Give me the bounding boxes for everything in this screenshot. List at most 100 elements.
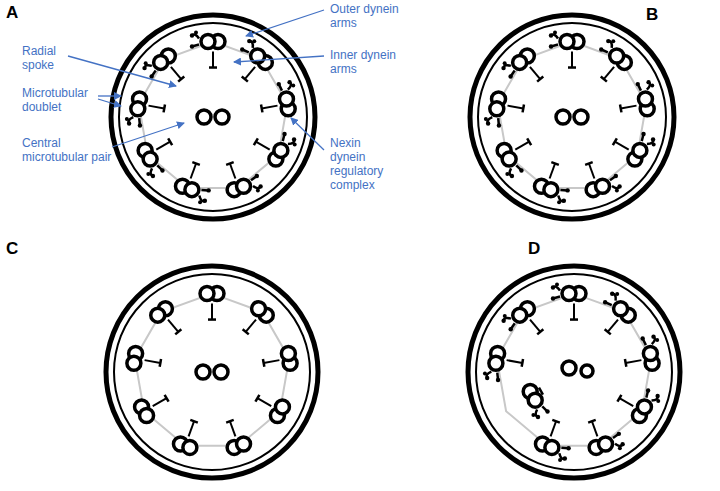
inner-dynein-arm xyxy=(282,132,286,136)
a-tubule xyxy=(183,440,197,454)
radial-spoke xyxy=(592,421,597,436)
outer-dynein-arm xyxy=(505,172,509,176)
radial-spoke xyxy=(211,304,213,320)
inner-dynein-arm xyxy=(138,123,142,127)
inner-dynein-arm xyxy=(549,44,553,48)
outer-dynein-arm xyxy=(558,458,562,462)
spoke-head xyxy=(522,359,523,367)
inner-dynein-arm xyxy=(545,409,549,413)
radial-spoke xyxy=(608,320,618,332)
outer-dynein-arm xyxy=(503,314,507,318)
spoke-head xyxy=(568,66,576,69)
outer-dynein-arm xyxy=(258,184,262,188)
outer-dynein-arm xyxy=(655,394,659,398)
outer-dynein-arm xyxy=(606,39,610,43)
outer-dynein-arm xyxy=(292,137,296,141)
spoke-head xyxy=(255,395,259,402)
spoke-head xyxy=(585,162,593,165)
radial-spoke xyxy=(604,67,614,79)
a-tubule xyxy=(513,55,527,69)
inner-dynein-arm xyxy=(496,378,500,382)
outer-dynein-arm xyxy=(652,143,656,147)
spoke-head xyxy=(601,77,607,82)
central-microtubule xyxy=(574,110,588,124)
outer-dynein-arm xyxy=(531,413,535,417)
ciliary-membrane xyxy=(470,15,674,219)
radial-spoke xyxy=(230,163,235,178)
inner-dynein-arm xyxy=(240,47,244,51)
spoke-head xyxy=(254,138,258,145)
leader-line xyxy=(112,123,184,147)
panel-letter: C xyxy=(6,240,36,258)
spoke-head xyxy=(178,77,184,82)
outer-dynein-arm xyxy=(617,184,621,188)
outer-dynein-arm xyxy=(620,442,624,446)
outer-dynein-arm xyxy=(536,415,540,419)
outer-dynein-arm xyxy=(203,199,207,203)
outer-dynein-arm xyxy=(563,456,567,460)
spoke-head xyxy=(164,104,165,112)
inner-dynein-arm xyxy=(599,47,603,51)
spoke-head xyxy=(160,359,161,367)
a-tubule xyxy=(237,437,251,451)
outer-dynein-arm xyxy=(287,80,291,84)
spoke-head xyxy=(552,420,560,423)
central-microtubule xyxy=(562,361,576,375)
a-tubule xyxy=(633,143,647,157)
radial-spoke xyxy=(156,142,170,150)
outer-dynein-arm xyxy=(252,39,256,43)
radial-spoke xyxy=(153,398,167,406)
outer-dynein-arm xyxy=(651,334,655,338)
central-microtubule xyxy=(196,365,210,379)
radial-spoke xyxy=(245,67,255,79)
radial-spoke xyxy=(515,142,529,150)
a-tubule xyxy=(275,400,289,414)
a-tubule xyxy=(489,356,503,370)
spoke-head xyxy=(527,138,531,145)
radial-spoke xyxy=(264,360,280,363)
spoke-head xyxy=(551,162,559,165)
inner-dynein-arm xyxy=(508,74,512,78)
a-tubule xyxy=(274,143,288,157)
spoke-head xyxy=(625,359,626,367)
a-tubule xyxy=(638,92,652,106)
inner-dynein-arm xyxy=(646,388,650,392)
inner-dynein-arm xyxy=(617,432,621,436)
a-tubule xyxy=(490,102,504,116)
leader-line xyxy=(291,118,324,150)
radial-spoke xyxy=(212,52,214,68)
radial-spoke xyxy=(550,163,555,178)
part-label: Radial spoke xyxy=(22,44,82,72)
central-microtubule xyxy=(214,365,228,379)
central-microtubule xyxy=(556,110,570,124)
outer-dynein-arm xyxy=(555,283,559,287)
spoke-head xyxy=(261,104,262,112)
nexin-link-ring xyxy=(498,42,647,188)
outer-dynein-arm xyxy=(656,399,660,403)
part-label: Inner dynein arms xyxy=(330,48,412,76)
outer-dynein-arm xyxy=(190,33,194,37)
spoke-head xyxy=(209,66,217,69)
spoke-head xyxy=(175,329,181,334)
outer-dynein-arm xyxy=(125,117,129,121)
inner-dynein-arm xyxy=(566,446,570,450)
nexin-link-ring xyxy=(135,294,289,446)
part-label: Microtubular doublet xyxy=(22,86,102,114)
a-tubule xyxy=(562,287,576,301)
spoke-head xyxy=(523,104,524,112)
central-microtubule xyxy=(215,110,229,124)
panel-letter: B xyxy=(646,6,676,24)
outer-dynein-arm xyxy=(610,292,614,296)
a-tubule xyxy=(237,179,251,193)
radial-spoke xyxy=(262,106,278,109)
leader-line xyxy=(98,99,121,106)
outer-dynein-arm xyxy=(615,189,619,193)
spoke-head xyxy=(620,104,621,112)
inner-dynein-arm xyxy=(509,327,513,331)
radial-spoke xyxy=(246,320,256,332)
cilium-cross-section xyxy=(111,15,315,219)
outer-dynein-arm xyxy=(650,84,654,88)
inner-dynein-arm xyxy=(149,74,153,78)
a-tubule xyxy=(643,346,657,360)
inner-dynein-arm xyxy=(277,82,281,86)
